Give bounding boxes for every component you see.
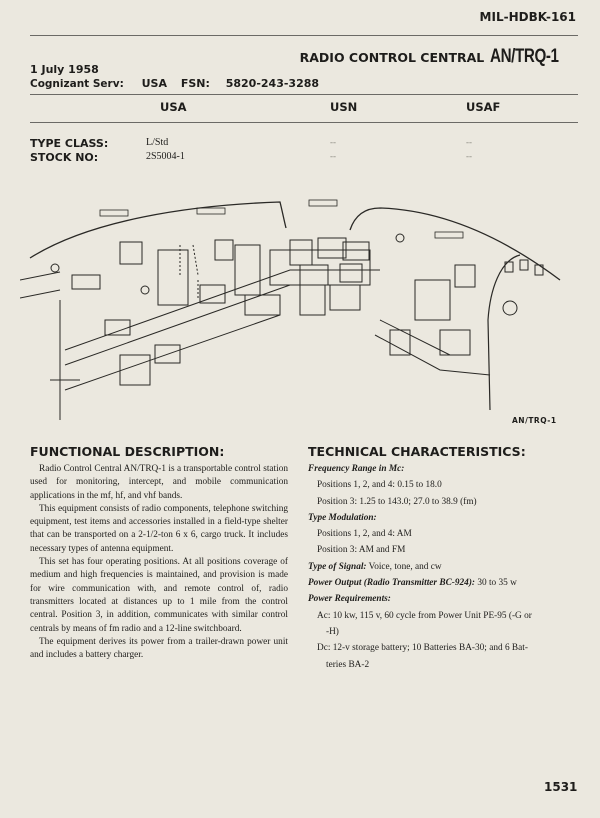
cognizant-value: USA <box>141 77 167 90</box>
paragraph: The equipment derives its power from a t… <box>30 636 288 661</box>
frequency-pos3: Position 3: 1.25 to 143.0; 27.0 to 38.9 … <box>317 496 477 507</box>
frequency-label: Frequency Range in Mc: <box>308 464 405 474</box>
equipment-title: RADIO CONTROL CENTRAL <box>299 50 485 65</box>
stock-no-label: STOCK NO: <box>30 151 99 164</box>
frequency-pos124: Positions 1, 2, and 4: 0.15 to 18.0 <box>317 480 442 491</box>
equipment-model: AN/TRQ-1 <box>490 46 559 67</box>
modulation-pos124: Positions 1, 2, and 4: AM <box>317 529 412 540</box>
table-rule <box>30 122 578 123</box>
date: 1 July 1958 <box>30 63 99 76</box>
equipment-illustration <box>20 199 561 420</box>
paragraph: Radio Control Central AN/TRQ-1 is a tran… <box>30 464 288 501</box>
page-title: RADIO CONTROL CENTRAL AN/TRQ-1 <box>300 46 576 68</box>
type-class-usaf: -- <box>466 137 472 147</box>
stock-no-usa: 2S5004-1 <box>146 151 185 162</box>
column-usa: USA <box>160 100 187 114</box>
signal-value: Voice, tone, and cw <box>366 561 442 572</box>
stock-no-usaf: -- <box>466 151 472 161</box>
column-usn: USN <box>330 100 358 114</box>
modulation-label: Type Modulation: <box>308 512 377 523</box>
figure-caption: AN/TRQ-1 <box>512 416 557 425</box>
cognizant-line: Cognizant Serv: USA FSN: 5820-243-3288 <box>30 77 319 90</box>
fsn-value: 5820-243-3288 <box>225 77 320 90</box>
meta-rule <box>30 94 578 95</box>
stock-no-usn: -- <box>330 151 336 161</box>
power-output-value: 30 to 35 w <box>475 578 517 589</box>
dc-power-line2: teries BA-2 <box>326 659 370 670</box>
ac-power-line1: Ac: 10 kw, 115 v, 60 cycle from Power Un… <box>317 610 532 621</box>
power-requirements-label: Power Requirements: <box>308 594 391 605</box>
type-class-usa: L/Std <box>146 137 169 148</box>
type-class-usn: -- <box>330 137 336 147</box>
functional-description-body: Radio Control Central AN/TRQ-1 is a tran… <box>30 463 288 662</box>
document-code: MIL-HDBK-161 <box>479 10 576 24</box>
dc-power-line1: Dc: 12-v storage battery; 10 Batteries B… <box>317 643 528 654</box>
column-usaf: USAF <box>466 100 501 114</box>
paragraph: This equipment consists of radio compone… <box>30 503 288 554</box>
header-rule <box>30 35 578 36</box>
technical-characteristics-heading: TECHNICAL CHARACTERISTICS: <box>308 444 526 459</box>
technical-characteristics-body: Frequency Range in Mc: Positions 1, 2, a… <box>308 463 580 672</box>
power-output-label: Power Output (Radio Transmitter BC-924): <box>308 578 476 589</box>
paragraph: This set has four operating positions. A… <box>30 557 288 634</box>
fsn-label: FSN: <box>180 77 210 90</box>
page-number: 1531 <box>544 780 578 794</box>
signal-label: Type of Signal: <box>308 561 367 572</box>
cognizant-label: Cognizant Serv: <box>30 78 124 90</box>
functional-description-heading: FUNCTIONAL DESCRIPTION: <box>30 444 225 459</box>
modulation-pos3: Position 3: AM and FM <box>317 545 406 556</box>
ac-power-line2: -H) <box>326 626 339 637</box>
type-class-label: TYPE CLASS: <box>30 137 109 150</box>
